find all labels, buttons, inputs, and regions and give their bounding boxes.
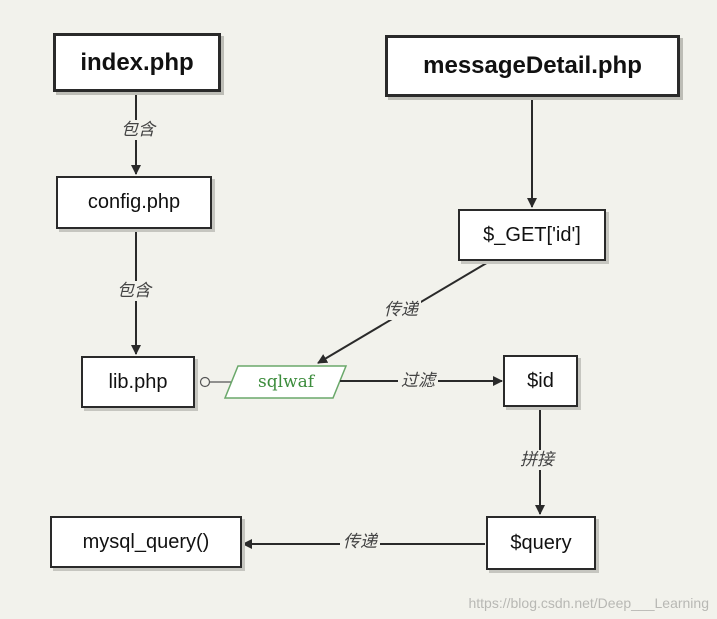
connector-dot [199, 376, 211, 388]
node-sqlwaf: sqlwaf [257, 372, 315, 392]
edge-label-pass-1: 传递 [381, 300, 421, 320]
node-config-php: config.php [56, 176, 212, 229]
edge-label-include-2: 包含 [114, 281, 154, 301]
node-index-php: index.php [53, 33, 221, 92]
node-id: $id [503, 355, 578, 407]
node-get-id: $_GET['id'] [458, 209, 606, 261]
node-query: $query [486, 516, 596, 570]
edge-label-include-1: 包含 [118, 120, 158, 140]
edge-label-concat: 拼接 [517, 450, 557, 470]
edge-label-filter: 过滤 [398, 371, 438, 391]
node-mysql-query: mysql_query() [50, 516, 242, 568]
sqlwaf-shape [223, 365, 348, 399]
node-message-detail-php: messageDetail.php [385, 35, 680, 97]
watermark: https://blog.csdn.net/Deep___Learning [468, 595, 709, 611]
edge-label-pass-2: 传递 [340, 532, 380, 552]
node-lib-php: lib.php [81, 356, 195, 408]
